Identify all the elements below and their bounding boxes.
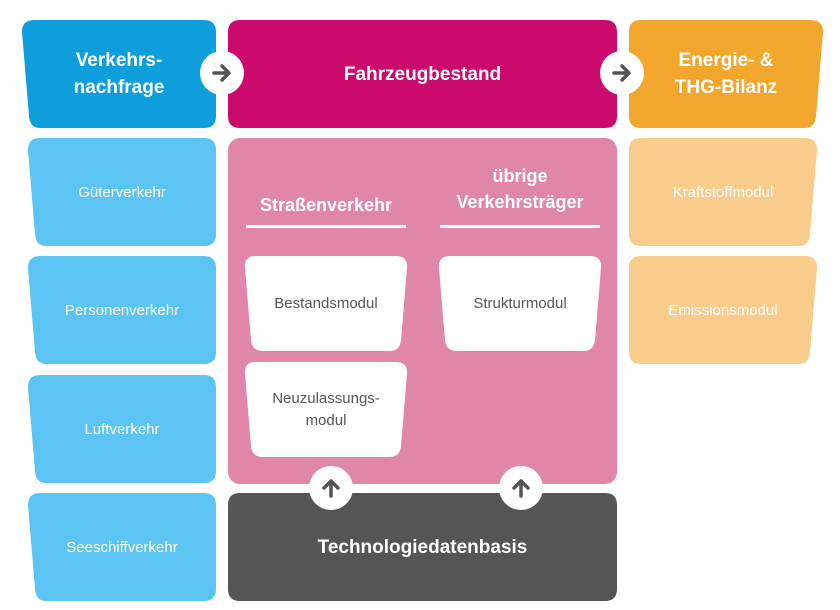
flow-connector-up-1 xyxy=(309,466,353,510)
module-neuzulassungsmodul-line2: modul xyxy=(305,411,347,429)
module-neuzulassungsmodul-shape xyxy=(244,362,408,457)
header-verkehrsnachfrage-line1: Verkehrs- xyxy=(75,50,163,71)
module-seeschiffverkehr-label: Seeschiffverkehr xyxy=(66,538,178,556)
module-seeschiffverkehr: Seeschiffverkehr xyxy=(28,493,216,601)
arrow-right-icon xyxy=(612,64,631,82)
module-seeschiffverkehr-shape xyxy=(28,493,216,601)
strassenverkehr-title: Straßenverkehr xyxy=(259,195,393,215)
module-emissionsmodul-label: Emissionsmodul xyxy=(668,301,778,319)
technologiedatenbasis-shape xyxy=(228,493,617,601)
flow-connector-2 xyxy=(600,51,644,95)
module-personenverkehr-label: Personenverkehr xyxy=(64,301,180,319)
module-luftverkehr: Luftverkehr xyxy=(28,375,216,483)
header-verkehrsnachfrage-shape xyxy=(22,20,216,128)
module-luftverkehr-shape xyxy=(28,375,216,483)
module-neuzulassungsmodul: Neuzulassungs- modul xyxy=(244,362,408,457)
technologiedatenbasis: Technologiedatenbasis xyxy=(228,493,617,601)
module-bestandsmodul-label: Bestandsmodul xyxy=(274,294,378,312)
technologiedatenbasis-label: Technologiedatenbasis xyxy=(317,536,528,558)
header-verkehrsnachfrage-line2: nachfrage xyxy=(73,77,165,98)
header-energie-line1: Energie- & xyxy=(678,50,774,71)
uebrige-title-line1: übrige xyxy=(492,166,548,186)
module-emissionsmodul: Emissionsmodul xyxy=(629,256,817,364)
header-fahrzeugbestand: Fahrzeugbestand xyxy=(228,20,617,128)
flow-connector-up-2 xyxy=(499,466,543,510)
arrow-up-icon xyxy=(512,479,530,498)
module-strukturmodul-shape xyxy=(438,256,602,351)
module-emissionsmodul-shape xyxy=(629,256,817,364)
header-energie-thg: Energie- & THG-Bilanz xyxy=(629,20,823,128)
uebrige-title-line2: Verkehrsträger xyxy=(456,192,584,212)
module-personenverkehr-shape xyxy=(28,256,216,364)
module-gueterverkehr-label: Güterverkehr xyxy=(78,183,166,201)
module-kraftstoffmodul-shape xyxy=(629,138,817,246)
strassenverkehr-underline xyxy=(246,225,406,228)
header-fahrzeugbestand-shape xyxy=(228,20,617,128)
header-energie-thg-shape xyxy=(629,20,823,128)
arrow-up-icon xyxy=(322,479,340,498)
uebrige-verkehrstraeger-title: übrige Verkehrsträger xyxy=(440,163,600,215)
uebrige-underline xyxy=(440,225,600,228)
flow-connector-1 xyxy=(200,51,244,95)
module-gueterverkehr: Güterverkehr xyxy=(28,138,216,246)
module-luftverkehr-label: Luftverkehr xyxy=(84,420,160,438)
header-fahrzeugbestand-label: Fahrzeugbestand xyxy=(343,63,502,85)
module-kraftstoffmodul: Kraftstoffmodul xyxy=(629,138,817,246)
module-neuzulassungsmodul-line1: Neuzulassungs- xyxy=(272,389,380,407)
module-gueterverkehr-shape xyxy=(28,138,216,246)
module-kraftstoffmodul-label: Kraftstoffmodul xyxy=(672,183,774,201)
header-energie-line2: THG-Bilanz xyxy=(674,77,778,98)
module-strukturmodul-label: Strukturmodul xyxy=(473,294,567,312)
module-strukturmodul: Strukturmodul xyxy=(438,256,602,351)
module-bestandsmodul-shape xyxy=(244,256,408,351)
arrow-right-icon xyxy=(212,64,231,82)
module-personenverkehr: Personenverkehr xyxy=(28,256,216,364)
header-verkehrsnachfrage: Verkehrs- nachfrage xyxy=(22,20,216,128)
module-bestandsmodul: Bestandsmodul xyxy=(244,256,408,351)
